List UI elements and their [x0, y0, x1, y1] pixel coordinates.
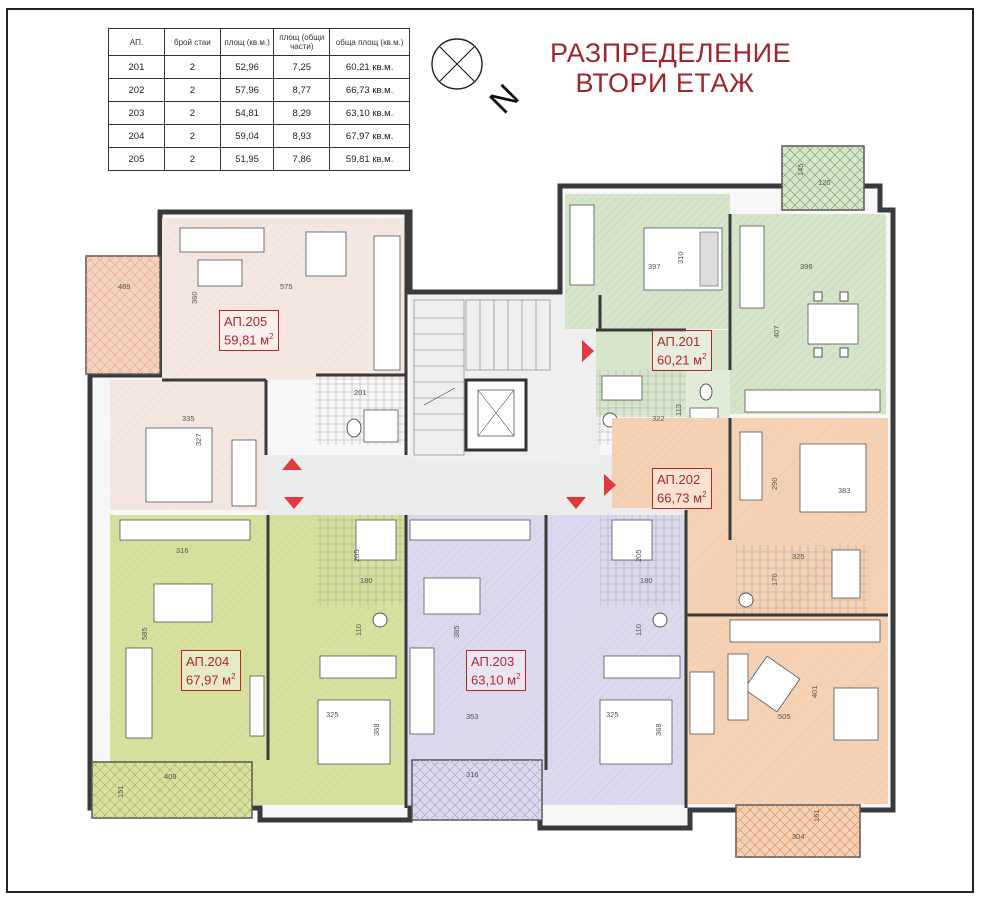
dimension-label: 575 — [280, 282, 293, 291]
dimension-label: 335 — [182, 414, 195, 423]
apartment-area-table: АП. брой стаи площ (кв.м.) площ (общи ча… — [108, 28, 410, 171]
table-cell: 8,29 — [273, 101, 331, 125]
dimension-label: 409 — [164, 772, 177, 781]
table-row: 201 2 52,96 7,25 60,21 кв.м. — [108, 55, 410, 79]
apartment-202 — [612, 418, 888, 858]
dimension-label: 113 — [674, 404, 683, 416]
table-header: площ (кв.м.) — [219, 28, 275, 56]
dimension-label: 383 — [838, 486, 851, 495]
dimension-label: 161 — [812, 809, 821, 822]
dimension-label: 180 — [640, 576, 653, 585]
table-cell: 59,81 кв.м. — [329, 147, 410, 171]
dimension-label: 385 — [452, 625, 461, 638]
table-cell: 51,95 — [219, 147, 275, 171]
dimension-label: 316 — [466, 770, 479, 779]
apartment-205 — [85, 218, 406, 510]
table-cell: 66,73 кв.м. — [329, 78, 410, 102]
dimension-label: 205 — [352, 549, 361, 562]
table-cell: 7,86 — [273, 147, 331, 171]
dimension-label: 120 — [818, 178, 831, 187]
dimension-label: 505 — [778, 712, 791, 721]
dimension-label: 151 — [116, 785, 125, 798]
table-row: 203 2 54,81 8,29 63,10 кв.м. — [108, 101, 410, 125]
table-row: 204 2 59,04 8,93 67,97 кв.м. — [108, 124, 410, 148]
internal-walls — [264, 212, 688, 808]
dimension-label: 368 — [372, 723, 381, 736]
apt-204-label: АП.204 67,97 м2 — [181, 650, 241, 692]
entrance-markers — [282, 340, 616, 509]
dimension-label: 170 — [770, 573, 779, 586]
dimension-label: 110 — [634, 624, 643, 636]
dimension-label: 397 — [648, 262, 661, 271]
dimension-label: 201 — [354, 388, 367, 397]
dimension-label: 368 — [654, 723, 663, 736]
apt-205-label: АП.205 59,81 м2 — [219, 310, 279, 352]
dimension-label: 304 — [792, 832, 805, 841]
table-header: площ (общи части) — [273, 28, 331, 56]
staircase — [413, 299, 551, 456]
dimension-label: 325 — [792, 552, 805, 561]
dimension-label: 396 — [800, 262, 813, 271]
dimension-label: 322 — [652, 414, 665, 423]
dimension-label: 180 — [360, 576, 373, 585]
table-cell: 63,10 кв.м. — [329, 101, 410, 125]
table-cell: 2 — [163, 124, 221, 148]
dimension-label: 316 — [176, 546, 189, 555]
apt-202-label: АП.202 66,73 м2 — [652, 468, 712, 510]
compass-icon: N — [431, 38, 527, 121]
table-cell: 204 — [108, 124, 165, 148]
dimension-label: 353 — [466, 712, 479, 721]
apt-203-label: АП.203 63,10 м2 — [466, 650, 526, 692]
table-cell: 2 — [163, 101, 221, 125]
table-header: обща площ (кв.м.) — [329, 28, 410, 56]
dimension-label: 205 — [634, 549, 643, 562]
dimension-label: 469 — [118, 282, 131, 291]
table-cell: 7,25 — [273, 55, 331, 79]
table-cell: 54,81 — [219, 101, 275, 125]
table-cell: 2 — [163, 78, 221, 102]
table-row: 202 2 57,96 8,77 66,73 кв.м. — [108, 78, 410, 102]
title-line-1: РАЗПРЕДЕЛЕНИЕ — [550, 38, 792, 68]
apartment-204 — [91, 515, 406, 819]
dimension-label: 401 — [810, 685, 819, 698]
title-line-2: ВТОРИ ЕТАЖ — [575, 68, 755, 98]
dimension-label: 325 — [606, 710, 619, 719]
apt-201-label: АП.201 60,21 м2 — [652, 330, 712, 372]
dimension-label: 585 — [140, 627, 149, 640]
elevator — [464, 378, 528, 452]
dimension-label: 310 — [676, 251, 685, 264]
dimension-label: 360 — [190, 291, 199, 304]
dimension-label: 327 — [194, 433, 203, 446]
apartment-203 — [406, 515, 686, 821]
dimension-label: 290 — [770, 477, 779, 490]
dimension-label: 110 — [354, 624, 363, 636]
dimension-label: 145 — [796, 163, 805, 176]
table-cell: 203 — [108, 101, 165, 125]
dimension-label: 407 — [772, 325, 781, 338]
dimension-label: 325 — [326, 710, 339, 719]
table-row: 205 2 51,95 7,86 59,81 кв.м. — [108, 147, 410, 171]
plan-title: РАЗПРЕДЕЛЕНИЕ ВТОРИ ЕТАЖ — [550, 38, 792, 98]
table-cell: 2 — [163, 147, 221, 171]
table-cell: 205 — [108, 147, 165, 171]
